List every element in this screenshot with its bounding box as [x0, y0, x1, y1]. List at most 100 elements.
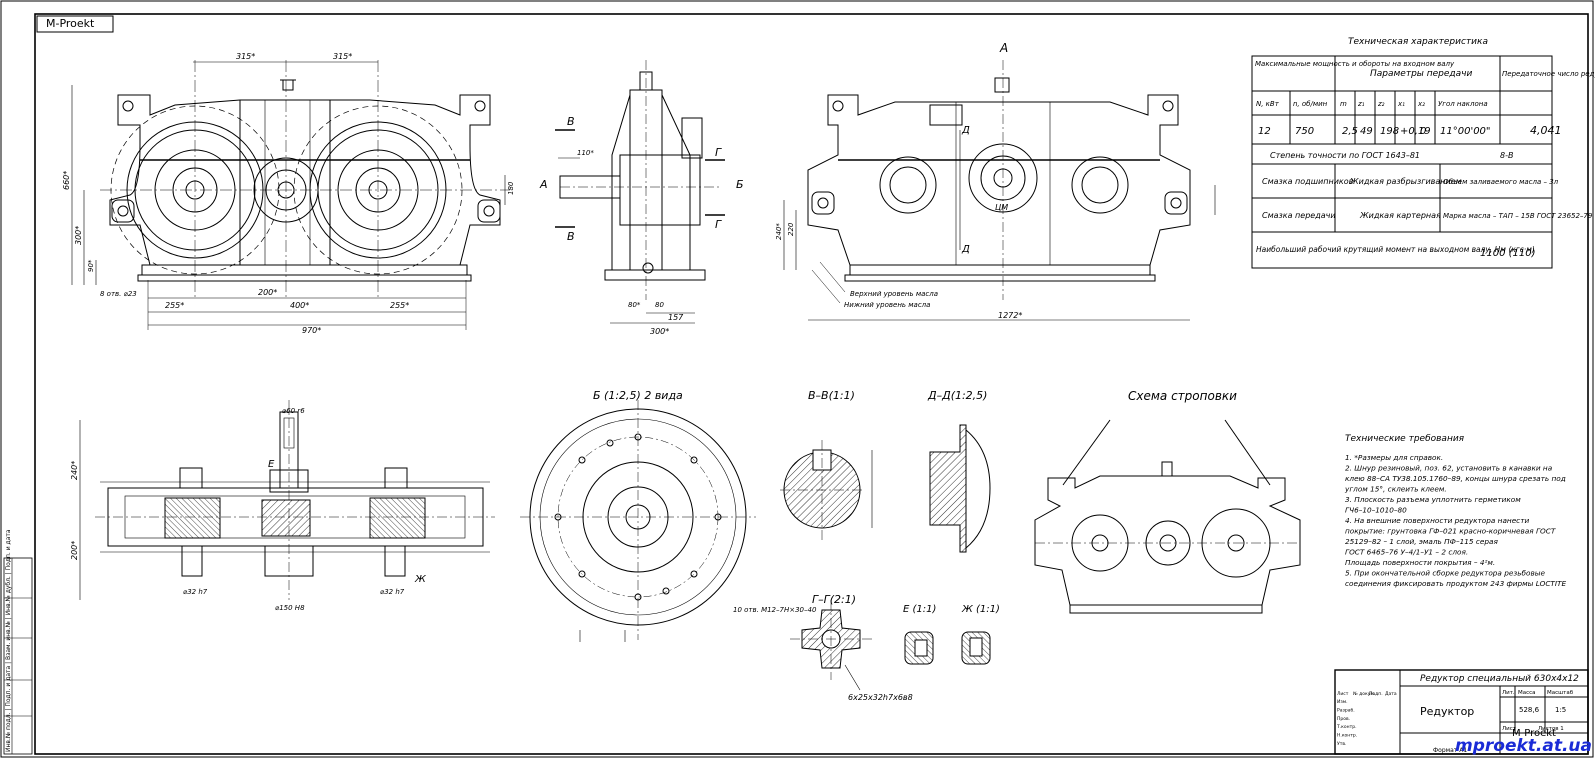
- view-b-labels: Б (1:2,5) 2 вида 10 отв. М12–7Н×30–40: [593, 389, 817, 614]
- label-oil-upper: Верхний уровень масла: [850, 290, 938, 298]
- svg-text:В: В: [567, 230, 575, 243]
- dim-front-200: 200*: [258, 288, 277, 297]
- tech-char-subheader: m: [1340, 100, 1347, 108]
- tech-req-lines: 1. *Размеры для справок.2. Шнур резиновы…: [1344, 453, 1566, 588]
- stamp-row-label: Н.контр.: [1337, 733, 1357, 739]
- tech-char-table: Техническая характеристика Максимальные …: [1251, 37, 1595, 269]
- section-gg: [790, 600, 872, 691]
- tech-char-subheader: N, кВт: [1256, 100, 1280, 108]
- tech-char-value: +0,19: [1400, 126, 1431, 137]
- tech-char-subheader: z₂: [1377, 100, 1385, 108]
- dim-side-80a: 80*: [628, 301, 641, 309]
- title-sling-scheme: Схема строповки: [1128, 389, 1237, 403]
- tb-format: Формат А1: [1433, 747, 1467, 754]
- watermark-top: M-Proekt: [46, 17, 95, 30]
- watermark-box-top: [36, 15, 114, 33]
- dim-plan-200: 200*: [70, 541, 79, 560]
- tech-req-line: ГЧ6–10–1010–80: [1345, 506, 1407, 515]
- dim-front-255a: 255*: [165, 301, 184, 310]
- dim-front-300: 300*: [74, 226, 83, 245]
- dim-plan-240: 240*: [70, 461, 79, 480]
- title-section-gg: Г–Г(2:1): [812, 593, 856, 606]
- svg-text:Б: Б: [736, 178, 744, 191]
- dim-front-90: 90*: [87, 259, 95, 272]
- dim-front-180: 180: [507, 181, 515, 195]
- dim-plan-d60: ⌀60 r6: [282, 407, 305, 415]
- tech-char-title: Техническая характеристика: [1348, 37, 1488, 47]
- front-view: [71, 60, 510, 330]
- dim-front-315b: 315*: [333, 52, 352, 61]
- section-vv: [780, 440, 873, 540]
- svg-text:Д: Д: [961, 125, 970, 136]
- tech-req-line: 3. Плоскость разъема уплотнить герметико…: [1345, 495, 1521, 504]
- svg-text:Ж: Ж: [414, 574, 427, 585]
- tb-scale: 1:5: [1555, 706, 1566, 714]
- svg-text:Г: Г: [715, 218, 722, 231]
- watermark-bottom-small: M-Proekt: [1512, 728, 1556, 739]
- tb-name: Редуктор: [1420, 705, 1474, 718]
- title-detail-zh: Ж (1:1): [961, 604, 1000, 615]
- tech-req-line: 25129–82 – 1 слой, эмаль ПФ–115 серая: [1345, 537, 1498, 546]
- note-bolts: 10 отв. М12–7Н×30–40: [733, 606, 817, 614]
- th-ratio: Передаточное число редуктора: [1502, 70, 1595, 78]
- stamp-row-label: Т.контр.: [1336, 724, 1357, 730]
- tech-req-line: покрытие: грунтовка ГФ–021 красно-коричн…: [1345, 527, 1556, 536]
- note-spline: 6х25х32h7х6в8: [848, 693, 913, 702]
- stamp-col-header: Лист: [1337, 691, 1349, 697]
- front-view-dims: 970* 400* 255* 255* 200* 315* 315* 660* …: [62, 52, 515, 335]
- row2-c: Марка масла – ТАП – 15В ГОСТ 23652–79: [1443, 212, 1593, 220]
- dim-side-80b: 80: [655, 301, 664, 309]
- tech-requirements: Технические требования 1. *Размеры для с…: [1344, 434, 1566, 588]
- tech-req-line: 1. *Размеры для справок.: [1345, 453, 1443, 462]
- tech-char-subheader: x₁: [1397, 100, 1405, 108]
- inner-frame: [34, 13, 1589, 755]
- svg-text:Д: Д: [961, 244, 970, 255]
- view-b: [520, 400, 756, 642]
- dim-front-total: 970*: [302, 326, 321, 335]
- tech-req-line: 4. На внешние поверхности редуктора нане…: [1345, 516, 1529, 525]
- stamp-col-header: Подп.: [1369, 691, 1383, 697]
- tech-char-subheader: z₁: [1357, 100, 1365, 108]
- row2-b: Жидкая картерная: [1359, 211, 1441, 220]
- stamp-row-label: Разраб.: [1337, 707, 1355, 713]
- detail-zh: [961, 631, 991, 665]
- label-oil-lower: Нижний уровень масла: [844, 301, 930, 309]
- svg-text:ЦМ: ЦМ: [995, 203, 1008, 212]
- torque-val: 1100 (110): [1480, 248, 1536, 259]
- val-ratio: 4,041: [1530, 124, 1562, 137]
- note-holes: 8 отв. ⌀23: [100, 290, 137, 298]
- side-view: В В А Б Г Г: [539, 60, 744, 324]
- accuracy-label: Степень точности по ГОСТ 1643–81: [1270, 151, 1420, 160]
- dim-plan-d150: ⌀150 H8: [275, 604, 305, 612]
- stamp-row-label: Утв.: [1337, 741, 1346, 747]
- row1-c: Объем заливаемого масла – 3л: [1443, 178, 1559, 186]
- dim-front-255b: 255*: [390, 301, 409, 310]
- tech-char-subheader: n, об/мин: [1293, 100, 1328, 108]
- row2-a: Смазка передачи: [1262, 211, 1336, 220]
- dim-front-660: 660*: [62, 171, 71, 190]
- tb-scale-label: Масштаб: [1547, 690, 1574, 696]
- accuracy-val: 8-В: [1500, 151, 1513, 160]
- row1-b: Жидкая разбрызгиванием: [1349, 177, 1462, 186]
- svg-text:Е: Е: [268, 459, 275, 470]
- stamp-row-label: Пров.: [1337, 716, 1350, 722]
- tech-req-line: клею 88–СА ТУ38.105.1760–89, концы шнура…: [1345, 474, 1566, 483]
- tb-doc-title: Редуктор специальный 630х4х12: [1420, 674, 1579, 684]
- title-detail-e: Е (1:1): [903, 604, 936, 615]
- svg-text:А: А: [539, 178, 548, 191]
- tech-req-title: Технические требования: [1345, 434, 1465, 444]
- tb-sheet: Лист: [1502, 726, 1517, 732]
- stamp-col-header: Дата: [1385, 691, 1397, 697]
- right-view: Д Д ЦМ: [783, 60, 1216, 321]
- dim-front-400: 400*: [290, 301, 309, 310]
- title-view-b: Б (1:2,5) 2 вида: [593, 389, 683, 402]
- tech-char-value: 2,5: [1342, 126, 1358, 137]
- view-letter-a: А: [999, 41, 1008, 55]
- dim-side-300: 300*: [650, 327, 669, 336]
- stamp-col-header: № докум.: [1353, 691, 1375, 697]
